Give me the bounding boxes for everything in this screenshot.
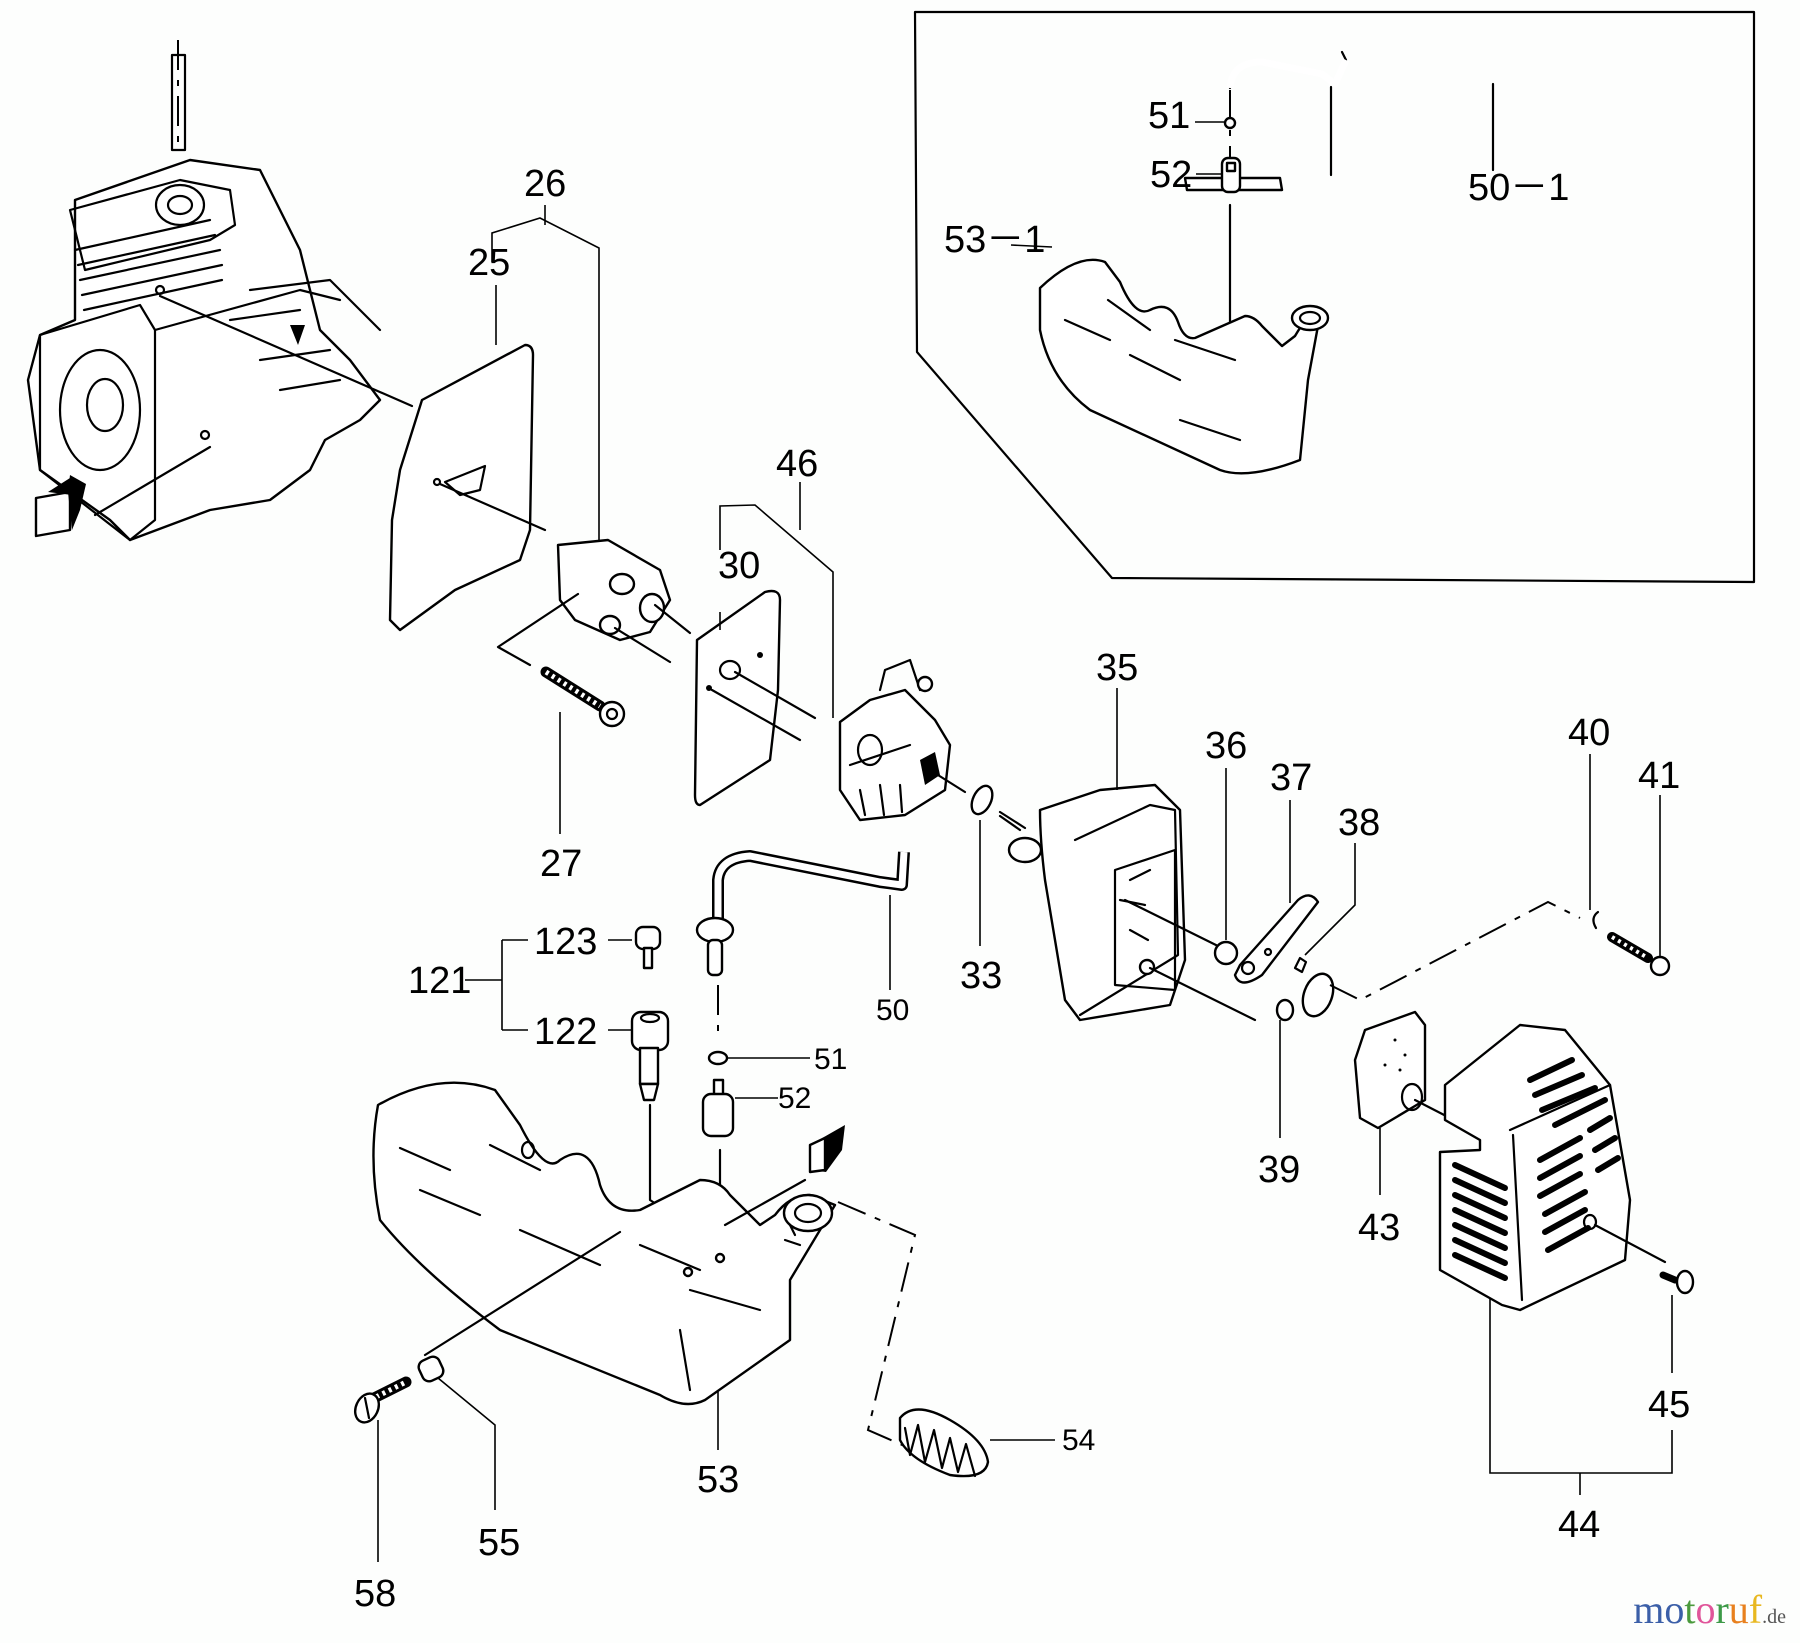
screw-45 bbox=[1659, 1269, 1695, 1295]
filter-52 bbox=[701, 1078, 735, 1138]
gasket-30-axis-1 bbox=[733, 670, 817, 720]
inset-filter bbox=[1183, 156, 1284, 194]
logo-letter: o bbox=[1664, 1587, 1685, 1632]
label-53: 53 bbox=[697, 1459, 739, 1501]
label-50: 50 bbox=[876, 994, 909, 1027]
engine-centerline-upper bbox=[158, 294, 414, 408]
label-38: 38 bbox=[1338, 802, 1380, 844]
label-35: 35 bbox=[1096, 647, 1138, 689]
case-axis-2 bbox=[1148, 966, 1257, 1022]
logo-letter: m bbox=[1633, 1587, 1665, 1632]
label-54: 54 bbox=[1062, 1424, 1095, 1457]
label-123: 123 bbox=[534, 921, 597, 963]
label-25: 25 bbox=[468, 242, 510, 284]
valve-cap-123 bbox=[634, 925, 662, 970]
collar-55 bbox=[417, 1355, 445, 1383]
valve-body-122 bbox=[630, 1010, 670, 1102]
inset-grommet bbox=[1223, 116, 1237, 130]
insulator-axis-2 bbox=[613, 626, 672, 664]
gasket-30 bbox=[693, 589, 782, 807]
o-ring-33 bbox=[970, 784, 994, 816]
label-51: 51 bbox=[814, 1043, 847, 1076]
fuel-pipe-50 bbox=[695, 850, 910, 977]
label-41: 41 bbox=[1638, 755, 1680, 797]
case-axis-left bbox=[998, 814, 1022, 832]
label-43: 43 bbox=[1358, 1207, 1400, 1249]
bolt-41 bbox=[1607, 932, 1671, 977]
leader-26 bbox=[491, 217, 600, 540]
logo-letter: u bbox=[1728, 1587, 1749, 1632]
bolt-58 bbox=[353, 1376, 412, 1424]
nut-36 bbox=[1213, 940, 1239, 966]
tank-arrow-line bbox=[723, 1178, 807, 1227]
logo-letter: o bbox=[1695, 1587, 1716, 1632]
air-cleaner-case-35 bbox=[1007, 783, 1187, 1022]
washer-39 bbox=[1275, 972, 1335, 1022]
grommet-51 bbox=[707, 1050, 729, 1066]
label-39: 39 bbox=[1258, 1149, 1300, 1191]
label-53-1: 53－1 bbox=[944, 219, 1045, 261]
label-33: 33 bbox=[960, 955, 1002, 997]
label-46: 46 bbox=[776, 443, 818, 485]
label-27: 27 bbox=[540, 843, 582, 885]
leader-46-bracket bbox=[719, 504, 834, 718]
tank-cap-bracket bbox=[837, 1201, 926, 1456]
logo-letter: f bbox=[1748, 1587, 1763, 1632]
bolt-41-axis bbox=[1329, 900, 1581, 1002]
inset-frame bbox=[913, 10, 1756, 584]
label-inset-51: 51 bbox=[1148, 95, 1190, 137]
label-122: 122 bbox=[534, 1011, 597, 1053]
gasket-30-axis-2 bbox=[710, 688, 802, 742]
cover-axis bbox=[1593, 1223, 1667, 1264]
label-40: 40 bbox=[1568, 712, 1610, 754]
spring-38 bbox=[1293, 956, 1308, 974]
logo-tld: .de bbox=[1762, 1606, 1786, 1628]
leader-53-1 bbox=[1010, 244, 1053, 248]
o-ring-axis bbox=[998, 810, 1027, 830]
leader-44-bracket bbox=[1489, 1298, 1673, 1474]
label-58: 58 bbox=[354, 1573, 396, 1615]
inset-fuel-pipe bbox=[1226, 50, 1350, 200]
tank-cap-54 bbox=[898, 1408, 990, 1478]
element-43 bbox=[1353, 1010, 1427, 1130]
label-30: 30 bbox=[718, 545, 760, 587]
logo-letter: r bbox=[1715, 1587, 1729, 1632]
clip-40 bbox=[1592, 910, 1600, 930]
motoruf-logo: motoruf.de bbox=[1633, 1586, 1786, 1633]
carburetor-axis bbox=[928, 768, 967, 794]
label-37: 37 bbox=[1270, 757, 1312, 799]
cover-44 bbox=[1438, 1023, 1632, 1312]
label-121: 121 bbox=[408, 960, 471, 1002]
label-26: 26 bbox=[524, 163, 566, 205]
label-inset-52: 52 bbox=[1150, 154, 1192, 196]
label-44: 44 bbox=[1558, 1504, 1600, 1546]
label-52: 52 bbox=[778, 1082, 811, 1115]
leader-55 bbox=[437, 1377, 496, 1510]
gasket-25 bbox=[388, 343, 535, 632]
engine-centerline bbox=[93, 445, 212, 517]
fuel-tank-53 bbox=[372, 1081, 837, 1406]
direction-arrow-icon-2 bbox=[808, 1125, 845, 1174]
insulator-axis-1 bbox=[653, 603, 692, 635]
carburetor-46 bbox=[838, 658, 952, 822]
label-50-1: 50－1 bbox=[1468, 167, 1569, 209]
direction-arrow-icon bbox=[34, 475, 86, 538]
bolt-58-axis bbox=[423, 1230, 622, 1357]
label-36: 36 bbox=[1205, 725, 1247, 767]
inset-fuel-tank bbox=[1038, 258, 1330, 475]
logo-letter: t bbox=[1684, 1587, 1696, 1632]
label-55: 55 bbox=[478, 1522, 520, 1564]
engine-block bbox=[26, 40, 382, 542]
leader-38 bbox=[1304, 843, 1356, 956]
leader-121-bracket bbox=[465, 939, 528, 1031]
insulator-26 bbox=[556, 538, 672, 642]
choke-lever-37 bbox=[1233, 894, 1320, 984]
gasket-25-axis bbox=[438, 482, 547, 532]
bolt-27-axis bbox=[496, 592, 580, 667]
bolt-27 bbox=[540, 666, 626, 728]
case-axis-1 bbox=[1123, 898, 1224, 950]
label-45: 45 bbox=[1648, 1384, 1690, 1426]
